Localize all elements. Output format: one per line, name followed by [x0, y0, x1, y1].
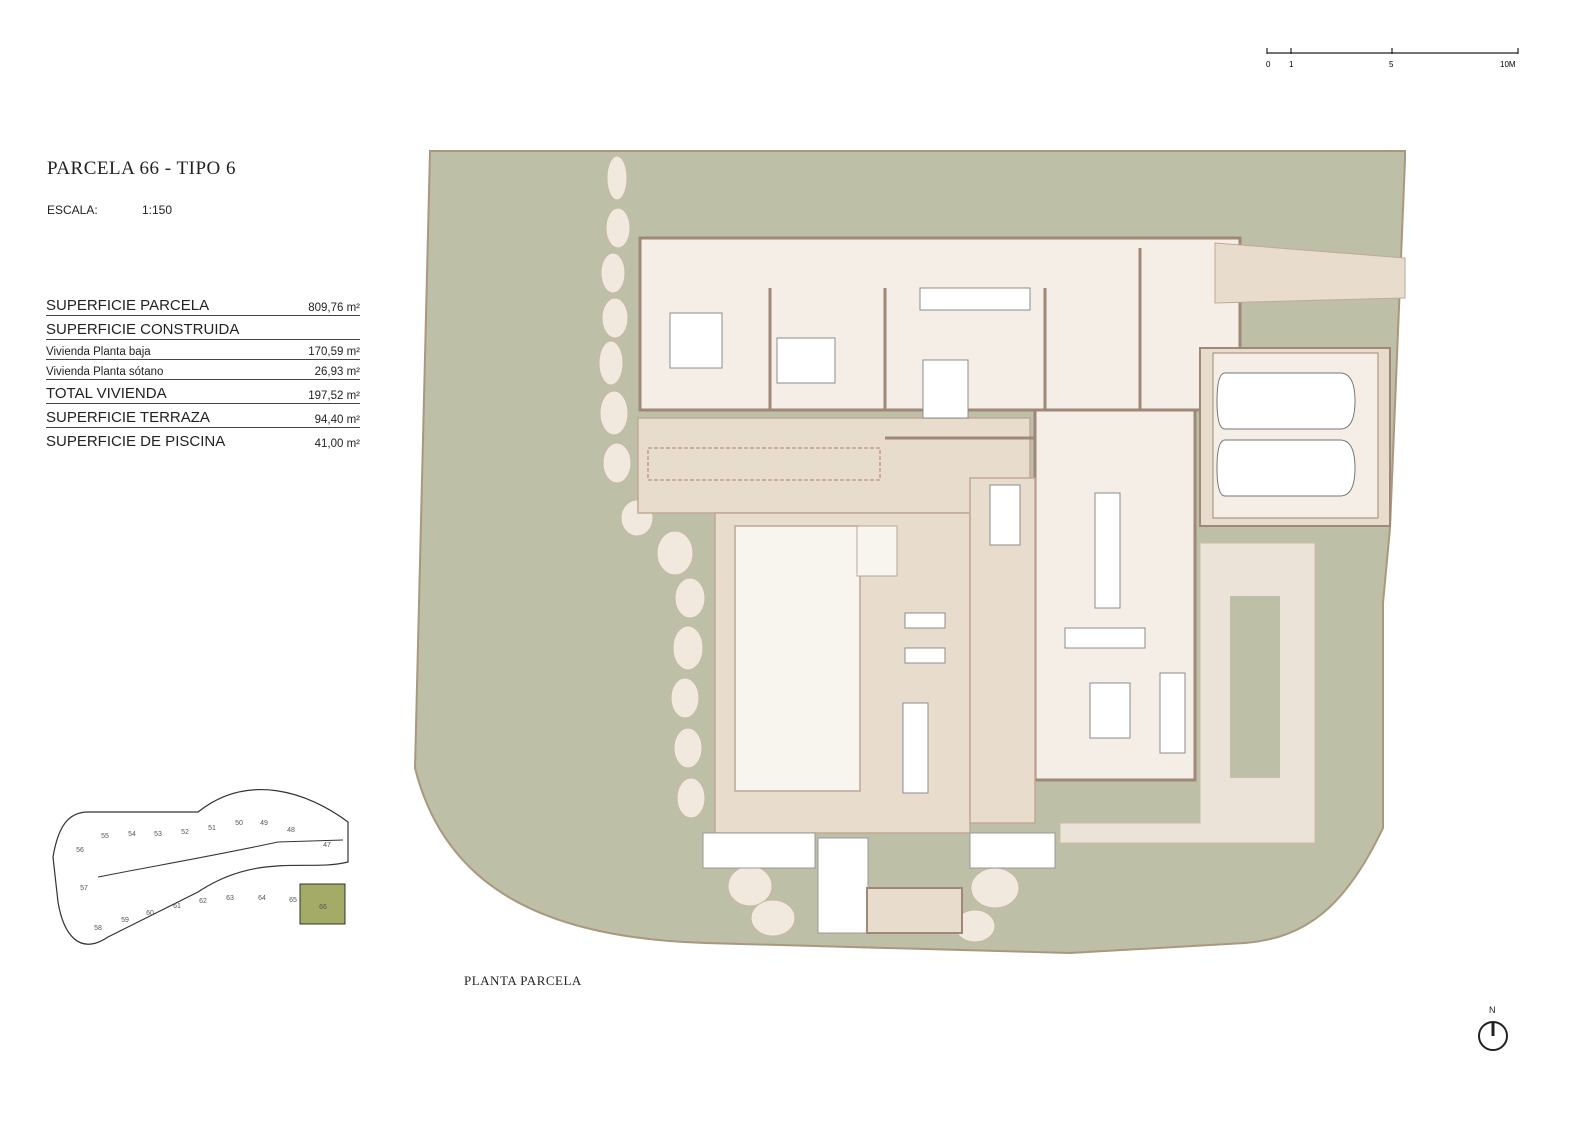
- keymap-outline: [52, 789, 349, 945]
- scale-value: 1:150: [142, 203, 173, 217]
- area-label: SUPERFICIE CONSTRUIDA: [46, 321, 240, 338]
- plot-number: 61: [173, 903, 181, 910]
- steps: [969, 832, 1056, 869]
- area-label: Vivienda Planta baja: [46, 346, 151, 358]
- keymap-plot-labels: 56 55 54 53 52 51 50 49 48 47 57 58 59 6…: [76, 820, 331, 932]
- area-value: 94,40 m²: [314, 414, 360, 426]
- plot-number: 49: [260, 820, 268, 827]
- area-row: Vivienda Planta sótano 26,93 m²: [46, 360, 360, 380]
- plot-number: 55: [101, 833, 109, 840]
- scale-tick-label: 0: [1266, 60, 1271, 69]
- furniture: [669, 287, 1186, 794]
- rock-border: [598, 155, 1020, 943]
- area-row: TOTAL VIVIENDA 197,52 m²: [46, 380, 360, 404]
- area-label: SUPERFICIE TERRAZA: [46, 409, 210, 426]
- plot-number: 65: [289, 897, 297, 904]
- scale-tick-label: 10M: [1500, 60, 1516, 69]
- scale-tick-label: 5: [1389, 60, 1394, 69]
- plot-number: 48: [287, 827, 295, 834]
- plot-number: 58: [94, 925, 102, 932]
- scale-bar: 0 1 5 10M: [1266, 48, 1519, 69]
- plot-number: 64: [258, 895, 266, 902]
- plot-number: 51: [208, 825, 216, 832]
- plot-number: 66: [319, 904, 327, 911]
- scale-tick-label: 1: [1289, 60, 1294, 69]
- page-title: PARCELA 66 - TIPO 6: [47, 158, 236, 179]
- car-icon: [1216, 372, 1356, 430]
- key-map: 56 55 54 53 52 51 50 49 48 47 57 58 59 6…: [52, 789, 349, 945]
- area-label: SUPERFICIE DE PISCINA: [46, 433, 226, 450]
- plot-number: 52: [181, 829, 189, 836]
- area-row: SUPERFICIE PARCELA 809,76 m²: [46, 292, 360, 316]
- pool-steps: [856, 525, 898, 577]
- entrance-hall: [866, 887, 963, 934]
- area-row: Vivienda Planta baja 170,59 m²: [46, 340, 360, 360]
- plan-label: PLANTA PARCELA: [464, 973, 582, 988]
- scale-label: ESCALA:: [47, 203, 98, 217]
- area-row: SUPERFICIE CONSTRUIDA: [46, 316, 360, 340]
- steps: [702, 832, 816, 869]
- plot-number: 63: [226, 895, 234, 902]
- site-plan: [413, 150, 1406, 955]
- area-row: SUPERFICIE TERRAZA 94,40 m²: [46, 404, 360, 428]
- keymap-plot-highlight: [299, 883, 346, 925]
- area-value: 170,59 m²: [308, 346, 360, 358]
- area-value: 809,76 m²: [308, 302, 360, 314]
- plot-number: 47: [323, 842, 331, 849]
- plot-number: 57: [80, 885, 88, 892]
- area-label: TOTAL VIVIENDA: [46, 385, 167, 402]
- keymap-road: [97, 839, 344, 878]
- steps: [817, 837, 869, 934]
- pool: [734, 525, 861, 792]
- plot-number: 62: [199, 898, 207, 905]
- plot-number: 56: [76, 847, 84, 854]
- car-icon: [1216, 439, 1356, 497]
- north-label: N: [1489, 1005, 1496, 1015]
- area-label: SUPERFICIE PARCELA: [46, 297, 210, 314]
- area-row: SUPERFICIE DE PISCINA 41,00 m²: [46, 428, 360, 451]
- area-value: 26,93 m²: [314, 366, 360, 378]
- plot-number: 53: [154, 831, 162, 838]
- interior-walls: [640, 248, 1142, 440]
- area-value: 41,00 m²: [314, 438, 360, 450]
- plot-number: 60: [146, 910, 154, 917]
- planter: [1230, 596, 1280, 778]
- terrace-strip: [647, 447, 881, 481]
- area-label: Vivienda Planta sótano: [46, 366, 164, 378]
- area-value: 197,52 m²: [308, 390, 360, 402]
- plot-number: 59: [121, 917, 129, 924]
- driveway: [1214, 242, 1406, 304]
- north-arrow-icon: N: [1478, 1005, 1508, 1051]
- area-table: SUPERFICIE PARCELA 809,76 m² SUPERFICIE …: [46, 292, 360, 451]
- plot-number: 54: [128, 831, 136, 838]
- plot-number: 50: [235, 820, 243, 827]
